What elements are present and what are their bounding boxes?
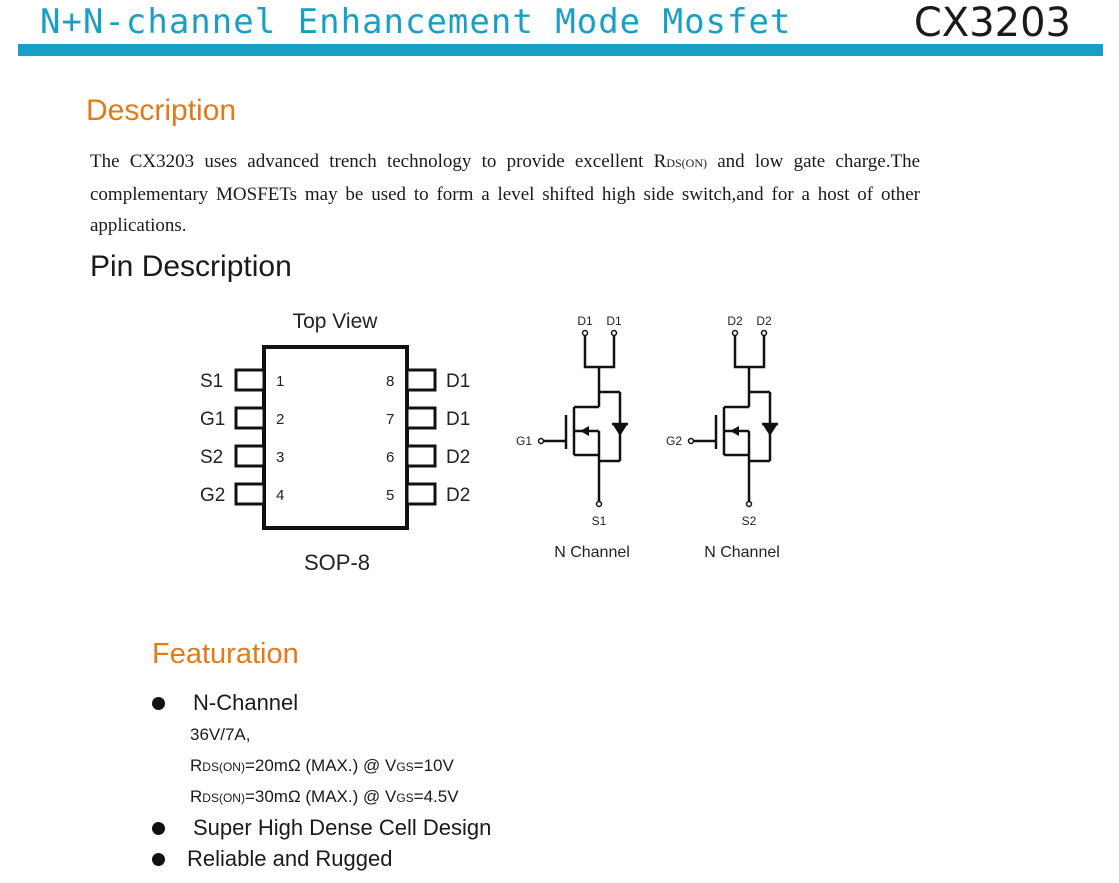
pin-number-label: 6	[386, 449, 394, 466]
description-heading: Description	[86, 94, 237, 127]
spec-voltage-current: 36V/7A,	[190, 725, 251, 744]
pin-name-label: S2	[200, 447, 223, 468]
rdson-value-1: =20mΩ (MAX.) @	[244, 756, 385, 775]
body-diode-icon	[613, 425, 627, 436]
description-text-start: The CX3203 uses advanced trench technolo…	[90, 151, 667, 172]
vgs-condition-1: =10V	[413, 756, 454, 775]
description-paragraph: The CX3203 uses advanced trench technolo…	[90, 146, 920, 241]
pin-name-label: G1	[200, 409, 225, 430]
v-symbol: V	[384, 756, 397, 775]
feature-item-cell-design: Super High Dense Cell Design	[193, 815, 492, 840]
part-number: CX3203	[913, 0, 1071, 46]
package-name-label: SOP-8	[304, 550, 370, 575]
terminal-node	[731, 329, 739, 337]
pin-number-label: 1	[276, 373, 284, 390]
channel-type-label: N Channel	[704, 544, 780, 561]
spec-rdson-10v: RDS(ON)=20mΩ (MAX.) @ VGS=10V	[190, 756, 454, 776]
rds-subscript: DS(ON)	[666, 156, 707, 170]
bullet-icon	[152, 697, 165, 710]
v-subscript: GS	[396, 791, 414, 805]
pin-lead	[234, 368, 266, 392]
description-text-end: and low gate charge.The complementary MO…	[90, 151, 921, 236]
pin-name-label: D2	[446, 447, 470, 468]
body-diode-icon	[763, 425, 777, 436]
document-title: N+N-channel Enhancement Mode Mosfet	[40, 2, 792, 42]
pin-number-label: 7	[386, 411, 394, 428]
pin-name-label: D1	[446, 409, 470, 430]
pin-name-label: D2	[446, 485, 470, 506]
mosfet-arrow-icon	[730, 426, 739, 436]
gate-label: G1	[516, 434, 532, 448]
pin-lead	[234, 444, 266, 468]
r-subscript: DS(ON)	[202, 760, 245, 774]
drain-label: D2	[756, 314, 772, 328]
bullet-icon	[152, 853, 165, 866]
spec-rdson-4v5: RDS(ON)=30mΩ (MAX.) @ VGS=4.5V	[190, 787, 459, 807]
top-view-label: Top View	[293, 310, 379, 333]
rdson-value-2: =30mΩ (MAX.) @	[244, 787, 385, 806]
terminal-node	[745, 500, 753, 508]
pin-lead	[405, 368, 437, 392]
pin-lead	[405, 406, 437, 430]
terminal-node	[595, 500, 603, 508]
pin-number-label: 8	[386, 373, 394, 390]
pin-description-heading: Pin Description	[90, 250, 292, 283]
pin-lead	[234, 406, 266, 430]
pin-number-label: 4	[276, 487, 284, 504]
pin-lead	[234, 482, 266, 506]
drain-wire	[583, 336, 616, 369]
pin-lead	[405, 444, 437, 468]
terminal-node	[760, 329, 768, 337]
vgs-condition-2: =4.5V	[413, 787, 459, 806]
r-subscript: DS(ON)	[202, 791, 245, 805]
source-label: S2	[742, 514, 757, 528]
drain-label: D1	[606, 314, 622, 328]
v-symbol: V	[384, 787, 397, 806]
features-heading: Featuration	[152, 638, 299, 670]
terminal-node	[537, 437, 545, 445]
pin-number-label: 2	[276, 411, 284, 428]
pin-number-label: 3	[276, 449, 284, 466]
pin-name-label: S1	[200, 371, 223, 392]
package-body	[262, 345, 409, 530]
drain-wire	[733, 336, 766, 369]
channel-type-label: N Channel	[554, 544, 630, 561]
pin-number-label: 5	[386, 487, 394, 504]
r-symbol: R	[190, 787, 203, 806]
pin-lead	[405, 482, 437, 506]
feature-item-n-channel: N-Channel	[193, 690, 299, 715]
feature-item-reliable: Reliable and Rugged	[187, 846, 393, 871]
drain-label: D1	[577, 314, 593, 328]
bullet-icon	[152, 822, 165, 835]
header-divider-bar	[18, 44, 1103, 56]
pin-name-label: G2	[200, 485, 225, 506]
mosfet-arrow-icon	[580, 426, 589, 436]
terminal-node	[610, 329, 618, 337]
drain-label: D2	[727, 314, 743, 328]
v-subscript: GS	[396, 760, 414, 774]
gate-label: G2	[666, 434, 682, 448]
pin-name-label: D1	[446, 371, 470, 392]
terminal-node	[581, 329, 589, 337]
r-symbol: R	[190, 756, 203, 775]
source-label: S1	[592, 514, 607, 528]
terminal-node	[687, 437, 695, 445]
